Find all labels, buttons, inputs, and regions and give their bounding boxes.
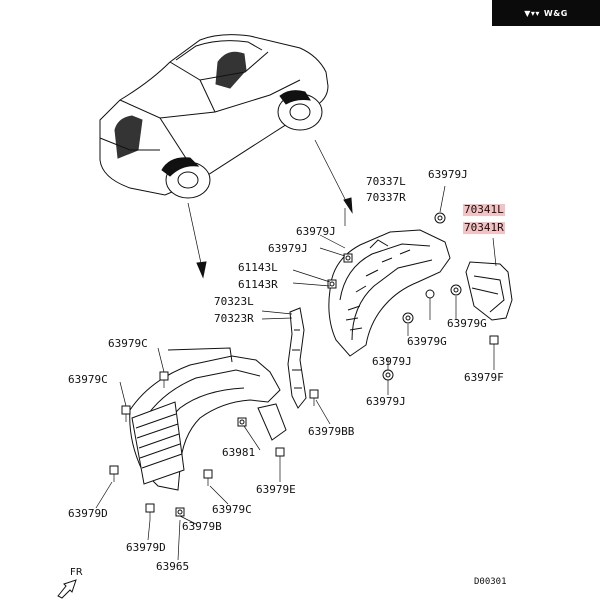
part-label-70341R: 70341R xyxy=(463,221,505,234)
rear-wheel-icon xyxy=(277,90,323,131)
leader-lines xyxy=(95,185,497,561)
part-label-63979C-b: 63979C xyxy=(68,373,108,386)
part-label-63979D-b: 63979D xyxy=(126,541,166,554)
part-label-61143R: 61143R xyxy=(238,278,278,291)
direction-label: FR xyxy=(70,567,83,578)
clip-icon-front-d xyxy=(237,417,247,427)
clip-icon-front-i xyxy=(175,507,185,517)
wg-logo-icon: ▼▾▾ xyxy=(524,8,540,18)
clip-icon-rear-d xyxy=(425,289,435,304)
clip-icon-rear-a xyxy=(434,212,446,224)
pointer-arrows xyxy=(187,139,353,279)
clip-icon-front-h xyxy=(145,503,155,520)
clip-icon-front-e xyxy=(275,447,285,464)
clip-icon-rear-c xyxy=(327,279,337,289)
part-label-63981: 63981 xyxy=(222,446,256,459)
part-label-63965: 63965 xyxy=(156,560,190,573)
mud-guard-part xyxy=(465,261,513,321)
brand-text: W&G xyxy=(543,8,568,18)
part-label-61143L: 61143L xyxy=(238,261,278,274)
part-label-63979C-a: 63979C xyxy=(108,337,148,350)
part-label-63979J-top: 63979J xyxy=(428,168,468,181)
clip-icon-rear-g xyxy=(450,284,462,296)
fastener-icons xyxy=(109,212,499,520)
front-wheel-icon xyxy=(161,157,211,199)
part-label-70341L: 70341L xyxy=(463,203,505,216)
clip-icon-rear-b xyxy=(343,253,353,263)
clip-icon-rear-f xyxy=(382,369,394,381)
part-label-63979B: 63979B xyxy=(182,520,222,533)
part-label-70323R: 70323R xyxy=(214,312,254,325)
car-outline xyxy=(99,34,329,199)
brand-logo: ▼▾▾ W&G xyxy=(492,0,600,26)
part-label-63979C-c: 63979C xyxy=(212,503,252,516)
rear-fender-liner xyxy=(328,229,451,357)
part-label-63979J-a: 63979J xyxy=(296,225,336,238)
part-label-63979J-d: 63979J xyxy=(366,395,406,408)
part-label-63979E: 63979E xyxy=(256,483,296,496)
part-label-63979D-a: 63979D xyxy=(68,507,108,520)
clip-icon-rear-h xyxy=(489,335,499,352)
clip-icon-front-g xyxy=(109,465,119,482)
part-label-70323L: 70323L xyxy=(214,295,254,308)
part-label-63979BB: 63979BB xyxy=(308,425,355,438)
clip-icon-front-b xyxy=(121,405,131,422)
clip-icon-front-c xyxy=(309,389,319,406)
part-label-63979G-a: 63979G xyxy=(447,317,487,330)
part-label-70337L: 70337L xyxy=(366,175,406,188)
part-label-70337R: 70337R xyxy=(366,191,406,204)
clip-icon-front-f xyxy=(203,469,213,486)
part-label-63979F: 63979F xyxy=(464,371,504,384)
front-fender-liner xyxy=(129,307,307,491)
part-label-63979G-b: 63979G xyxy=(407,335,447,348)
diagram-code: D00301 xyxy=(474,577,507,587)
front-direction-arrow-icon xyxy=(57,579,77,599)
part-label-63979J-c: 63979J xyxy=(372,355,412,368)
part-label-63979J-b: 63979J xyxy=(268,242,308,255)
clip-icon-rear-e xyxy=(402,312,414,324)
